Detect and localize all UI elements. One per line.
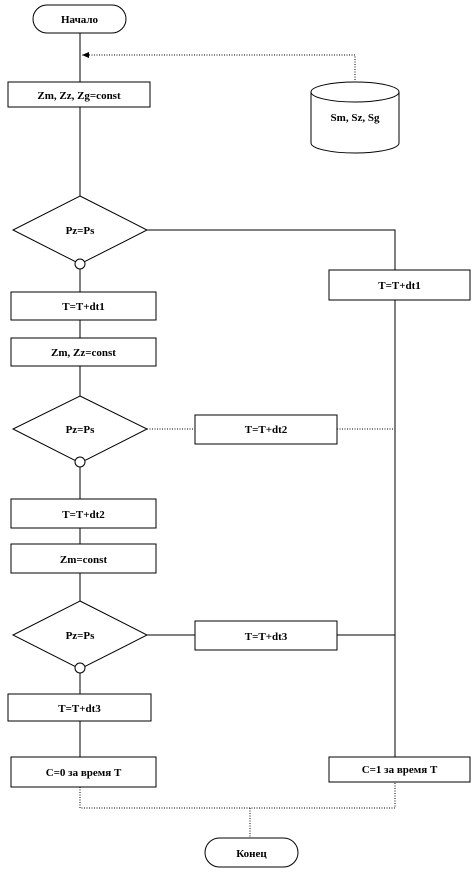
decision2-label: Pz=Ps <box>66 424 96 436</box>
decision2-diamond: Pz=Ps <box>11 395 149 468</box>
result0-process: C=0 за время T <box>10 756 157 788</box>
step2-left-process: T=T+dt2 <box>10 498 157 529</box>
const1-process: Zm, Zz, Zg=const <box>7 81 151 108</box>
step1-left-label: T=T+dt1 <box>62 301 105 313</box>
const1-label: Zm, Zz, Zg=const <box>37 90 121 102</box>
step1-right-process: T=T+dt1 <box>328 269 471 301</box>
decision3-diamond: Pz=Ps <box>11 600 149 674</box>
const3-process: Zm=const <box>10 543 157 574</box>
step2-right-label: T=T+dt2 <box>245 424 288 436</box>
step3-right-label: T=T+dt3 <box>245 631 288 643</box>
result1-label: C=1 за время T <box>362 764 438 776</box>
start-terminal: Начало <box>32 4 127 34</box>
step3-right-process: T=T+dt3 <box>194 620 338 651</box>
decision1-connector-circle <box>74 258 86 270</box>
const3-label: Zm=const <box>60 554 108 566</box>
end-terminal: Конец <box>204 837 299 868</box>
step3-left-process: T=T+dt3 <box>7 693 152 722</box>
connectors <box>79 33 396 838</box>
const2-label: Zm, Zz=const <box>51 347 116 359</box>
result1-process: C=1 за время T <box>328 756 471 783</box>
connector-results-merge <box>79 782 396 809</box>
connector-decision1-branch <box>147 229 396 270</box>
step1-left-process: T=T+dt1 <box>10 291 157 321</box>
end-label: Конец <box>236 848 267 860</box>
decision1-diamond: Pz=Ps <box>11 195 149 270</box>
const2-process: Zm, Zz=const <box>10 337 157 367</box>
decision3-label: Pz=Ps <box>66 630 96 642</box>
decision3-connector-circle <box>74 662 86 674</box>
decision2-connector-circle <box>74 456 86 468</box>
database-label: Sm, Sz, Sg <box>331 112 380 124</box>
step2-right-process: T=T+dt2 <box>194 414 338 445</box>
result0-label: C=0 за время T <box>46 767 122 779</box>
start-label: Начало <box>61 14 99 26</box>
database-cylinder: Sm, Sz, Sg <box>310 81 400 154</box>
step1-right-label: T=T+dt1 <box>378 280 421 292</box>
connector-database-feedback <box>82 52 356 85</box>
step3-left-label: T=T+dt3 <box>58 703 101 715</box>
step2-left-label: T=T+dt2 <box>62 509 105 521</box>
decision1-label: Pz=Ps <box>66 225 96 237</box>
